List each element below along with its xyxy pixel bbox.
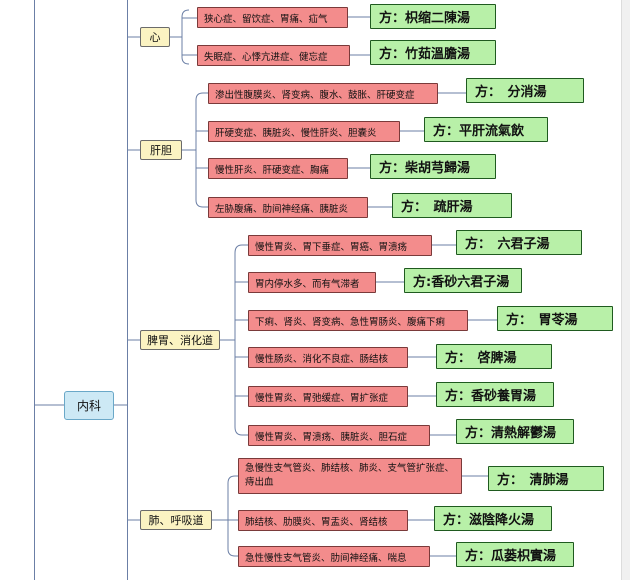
symptom-text: 慢性胃炎、胃弛缓症、胃扩张症 [255, 392, 389, 404]
formula-node[interactable]: 方：竹茹溫膽湯 [370, 40, 496, 65]
symptom-text: 慢性胃炎、胃溃疡、胰脏炎、胆石症 [255, 431, 408, 443]
symptom-text: 急慢性支气管炎、肺结核、肺炎、支气管扩张症、痔出血 [245, 463, 455, 488]
symptom-node[interactable]: 急性慢性支气管炎、肋间神经痛、喘息 [238, 546, 430, 567]
formula-text: 方:香砂六君子湯 [413, 275, 510, 290]
formula-node[interactable]: 方： 啓脾湯 [436, 344, 552, 369]
category-spleen-stomach[interactable]: 脾胃、消化道 [140, 330, 220, 350]
category-spine-line [127, 0, 128, 580]
category-liver-gallbladder[interactable]: 肝胆 [140, 140, 182, 160]
formula-text: 方： 啓脾湯 [445, 351, 517, 366]
symptom-text: 失眠症、心悸亢进症、健忘症 [204, 51, 328, 63]
formula-node[interactable]: 方：滋陰降火湯 [434, 506, 552, 531]
symptom-text: 慢性肠炎、消化不良症、肠结核 [255, 353, 389, 365]
symptom-text: 下痢、肾炎、肾变病、急性胃肠炎、腹痛下痢 [255, 316, 446, 328]
symptom-node[interactable]: 慢性胃炎、胃溃疡、胰脏炎、胆石症 [248, 425, 430, 446]
formula-node[interactable]: 方：平肝流氣飲 [424, 117, 548, 142]
symptom-node[interactable]: 急慢性支气管炎、肺结核、肺炎、支气管扩张症、痔出血 [238, 458, 462, 494]
category-lung-respiratory[interactable]: 肺、呼吸道 [140, 510, 212, 530]
category-heart-label: 心 [149, 31, 161, 44]
symptom-text: 胃内停水多、而有气滞者 [255, 278, 360, 290]
formula-node[interactable]: 方：枳缩二陳湯 [370, 4, 496, 29]
formula-node[interactable]: 方： 清肺湯 [488, 466, 604, 491]
symptom-node[interactable]: 左胁腹痛、肋间神经痛、胰脏炎 [208, 197, 368, 218]
symptom-node[interactable]: 肺结核、肋膜炎、胃盂炎、肾结核 [238, 510, 408, 531]
formula-node[interactable]: 方： 胃苓湯 [497, 306, 613, 331]
symptom-node[interactable]: 慢性肠炎、消化不良症、肠结核 [248, 347, 408, 368]
symptom-node[interactable]: 胃内停水多、而有气滞者 [248, 272, 376, 293]
symptom-text: 急性慢性支气管炎、肋间神经痛、喘息 [245, 552, 407, 564]
category-lung-label: 肺、呼吸道 [148, 514, 204, 527]
formula-text: 方：香砂養胃湯 [445, 389, 537, 404]
formula-text: 方：瓜蒌枳實湯 [465, 549, 557, 564]
left-connector-line [34, 0, 35, 580]
symptom-node[interactable]: 狭心症、留饮症、胃痛、疝气 [197, 7, 348, 28]
symptom-node[interactable]: 慢性肝炎、肝硬变症、胸痛 [208, 158, 348, 179]
formula-text: 方：滋陰降火湯 [443, 513, 535, 528]
formula-text: 方： 分消湯 [475, 85, 547, 100]
formula-node[interactable]: 方：香砂養胃湯 [436, 382, 554, 407]
scrollbar-track[interactable] [621, 0, 630, 580]
symptom-text: 肺结核、肋膜炎、胃盂炎、肾结核 [245, 516, 388, 528]
symptom-text: 狭心症、留饮症、胃痛、疝气 [204, 13, 328, 25]
symptom-text: 慢性肝炎、肝硬变症、胸痛 [215, 164, 330, 176]
formula-text: 方：柴胡芎歸湯 [379, 161, 471, 176]
category-heart[interactable]: 心 [140, 27, 170, 47]
symptom-node[interactable]: 下痢、肾炎、肾变病、急性胃肠炎、腹痛下痢 [248, 310, 468, 331]
formula-text: 方： 疏肝湯 [401, 200, 473, 215]
symptom-node[interactable]: 渗出性腹膜炎、肾变病、腹水、鼓胀、肝硬变症 [208, 83, 438, 104]
root-label: 内科 [76, 399, 101, 413]
symptom-node[interactable]: 慢性胃炎、胃弛缓症、胃扩张症 [248, 386, 408, 407]
formula-node[interactable]: 方： 疏肝湯 [392, 193, 512, 218]
formula-node[interactable]: 方：瓜蒌枳實湯 [456, 542, 574, 567]
category-spleen-label: 脾胃、消化道 [147, 334, 213, 347]
symptom-node[interactable]: 慢性胃炎、胃下垂症、胃癌、胃溃疡 [248, 235, 432, 256]
formula-node[interactable]: 方： 分消湯 [466, 78, 584, 103]
formula-text: 方：清熱解鬱湯 [465, 426, 557, 441]
formula-text: 方： 胃苓湯 [506, 313, 578, 328]
formula-node[interactable]: 方：清熱解鬱湯 [456, 419, 574, 444]
formula-text: 方：枳缩二陳湯 [379, 11, 471, 26]
root-node-internal-medicine[interactable]: 内科 [64, 391, 114, 420]
formula-text: 方：竹茹溫膽湯 [379, 47, 471, 62]
symptom-text: 左胁腹痛、肋间神经痛、胰脏炎 [215, 203, 349, 215]
formula-node[interactable]: 方： 六君子湯 [456, 230, 582, 255]
formula-text: 方： 清肺湯 [497, 473, 569, 488]
formula-node[interactable]: 方：柴胡芎歸湯 [370, 154, 496, 179]
symptom-node[interactable]: 肝硬变症、胰脏炎、慢性肝炎、胆囊炎 [208, 121, 400, 142]
category-liver-label: 肝胆 [150, 144, 172, 157]
symptom-text: 肝硬变症、胰脏炎、慢性肝炎、胆囊炎 [215, 127, 377, 139]
symptom-text: 渗出性腹膜炎、肾变病、腹水、鼓胀、肝硬变症 [215, 89, 415, 101]
formula-text: 方：平肝流氣飲 [433, 124, 525, 139]
symptom-text: 慢性胃炎、胃下垂症、胃癌、胃溃疡 [255, 241, 408, 253]
formula-text: 方： 六君子湯 [465, 237, 550, 252]
formula-node[interactable]: 方:香砂六君子湯 [404, 268, 522, 293]
symptom-node[interactable]: 失眠症、心悸亢进症、健忘症 [197, 45, 350, 66]
